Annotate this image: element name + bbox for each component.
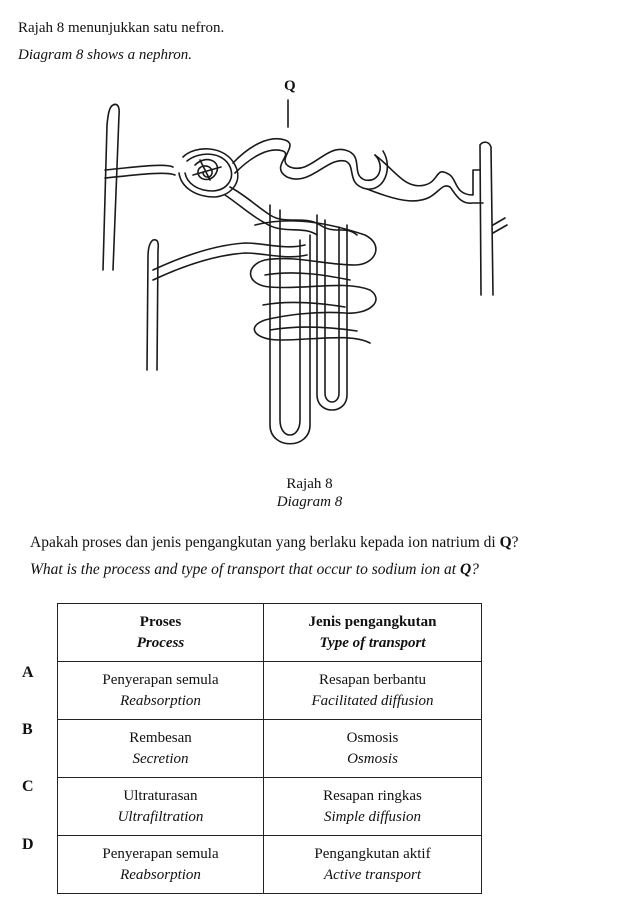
transport-english: Simple diffusion	[323, 808, 422, 825]
process-english: Reabsorption	[120, 692, 201, 709]
header-process-english: Process	[136, 634, 185, 651]
answer-options-table: Proses Process Jenis pengangkutan Type o…	[57, 603, 482, 894]
transport-english: Active transport	[323, 866, 422, 883]
label-q: Q	[284, 78, 296, 94]
option-letter-d[interactable]: D	[22, 836, 34, 853]
diagram-caption-english: Diagram 8	[276, 494, 343, 510]
header-transport-malay: Jenis pengangkutan	[308, 613, 437, 630]
process-malay: Penyerapan semula	[102, 845, 219, 862]
transport-english: Facilitated diffusion	[311, 692, 434, 709]
question-malay-text: Apakah proses dan jenis pengangkutan yan…	[30, 534, 500, 551]
process-malay: Ultraturasan	[123, 787, 198, 804]
loop-of-henle	[269, 204, 311, 445]
option-letter-c[interactable]: C	[22, 778, 34, 795]
transport-malay: Osmosis	[346, 729, 399, 746]
process-english: Reabsorption	[120, 866, 201, 883]
question-english-mark: ?	[471, 561, 479, 578]
header-process-malay: Proses	[139, 613, 182, 630]
nephron-diagram: Q	[102, 78, 508, 445]
transport-malay: Resapan ringkas	[323, 787, 422, 804]
question-english-q: Q	[459, 561, 472, 578]
process-malay: Penyerapan semula	[102, 671, 219, 688]
collecting-duct	[479, 141, 494, 296]
question-malay: Apakah proses dan jenis pengangkutan yan…	[30, 534, 519, 552]
bowmans-capsule	[178, 148, 239, 198]
option-letter-a[interactable]: A	[22, 664, 34, 681]
diagram-caption-malay: Rajah 8	[286, 476, 333, 492]
table-header-row: Proses Process Jenis pengangkutan Type o…	[57, 603, 482, 662]
question-english: What is the process and type of transpor…	[30, 561, 479, 579]
header-transport-english: Type of transport	[319, 634, 426, 651]
intro-text-malay: Rajah 8 menunjukkan satu nefron.	[18, 20, 225, 36]
transport-malay: Pengangkutan aktif	[314, 845, 431, 862]
question-malay-q: Q	[499, 534, 512, 551]
process-english: Ultrafiltration	[117, 808, 204, 825]
header-process: Proses Process	[57, 603, 264, 662]
process-english: Secretion	[132, 750, 189, 767]
header-transport: Jenis pengangkutan Type of transport	[263, 603, 482, 662]
option-letter-b[interactable]: B	[22, 721, 33, 738]
intro-text-english: Diagram 8 shows a nephron.	[18, 47, 193, 63]
question-english-text: What is the process and type of transpor…	[30, 561, 460, 578]
transport-english: Osmosis	[347, 750, 398, 767]
question-malay-mark: ?	[511, 534, 519, 551]
process-malay: Rembesan	[129, 729, 192, 746]
transport-malay: Resapan berbantu	[318, 671, 427, 688]
